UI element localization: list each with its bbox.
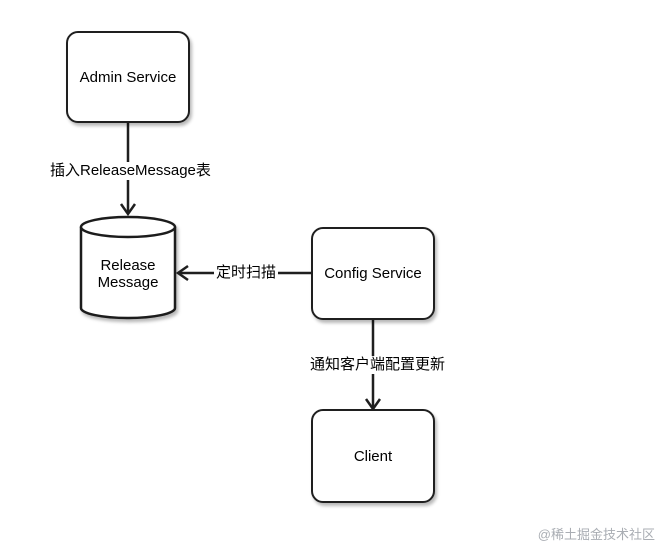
client-label: Client (353, 447, 393, 465)
release-message-label: Release Message (81, 257, 175, 291)
config-service-label: Config Service (324, 265, 422, 282)
edge-label-config-to-client: 通知客户端配置更新 (308, 356, 448, 374)
admin-service-node: Admin Service (66, 31, 190, 123)
config-service-node: Config Service (311, 227, 435, 320)
release-message-line2: Message (97, 274, 159, 291)
edge-label-admin-to-db: 插入ReleaseMessage表 (48, 162, 213, 180)
watermark-text: @稀土掘金技术社区 (537, 527, 655, 542)
release-message-line1: Release (100, 257, 156, 274)
database-cylinder (79, 215, 177, 320)
admin-service-label: Admin Service (79, 68, 177, 86)
edge-label-config-to-db: 定时扫描 (214, 264, 279, 282)
client-node: Client (311, 409, 435, 503)
